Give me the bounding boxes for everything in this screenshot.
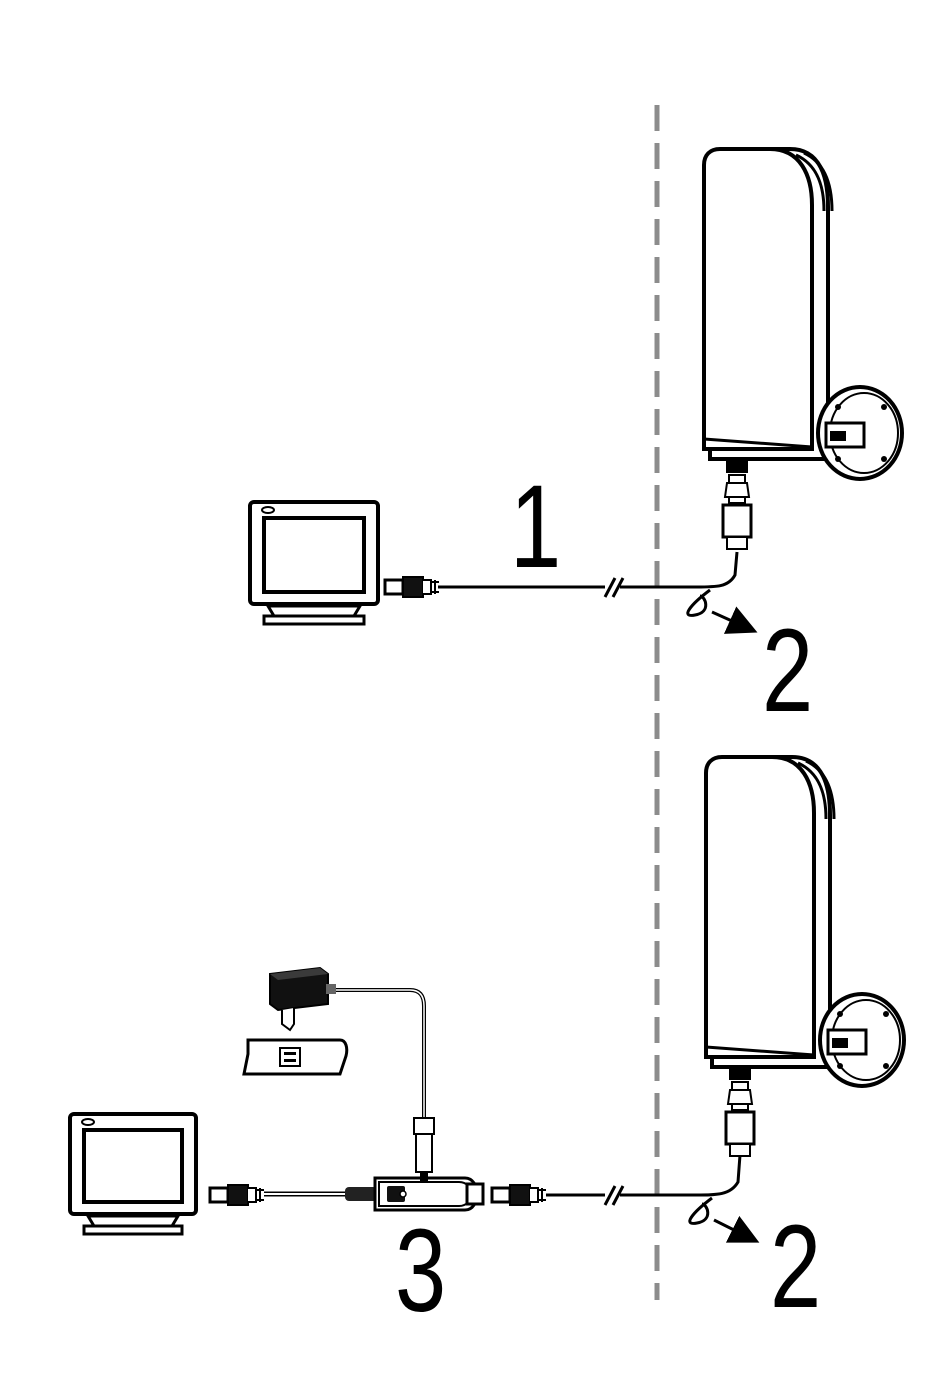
coax-connector-icon (492, 1185, 546, 1205)
power-adapter-icon (270, 968, 336, 1030)
step-label-2-bottom: 2 (770, 1208, 821, 1326)
wall-mount-icon (818, 387, 902, 479)
power-plug-icon (414, 1118, 434, 1182)
coax-cable (546, 1155, 740, 1195)
wall-mount-icon (820, 994, 904, 1086)
coax-connector-icon (210, 1185, 264, 1205)
tv-icon (250, 502, 378, 624)
coax-cable (438, 552, 737, 587)
antenna-icon (704, 149, 832, 459)
antenna-icon (706, 757, 834, 1067)
wall-outlet-icon (244, 1040, 347, 1074)
coax-connector-icon (723, 455, 751, 549)
step-label-1: 1 (510, 468, 561, 586)
tv-icon (70, 1114, 196, 1234)
coax-connector-icon (385, 577, 439, 597)
coax-connector-icon (726, 1062, 754, 1156)
step-label-3: 3 (395, 1212, 446, 1330)
arrow-icon (712, 612, 752, 630)
cable-loop (688, 590, 710, 615)
step-label-2-top: 2 (762, 612, 813, 730)
cable-loop (690, 1198, 712, 1223)
arrow-icon (714, 1220, 754, 1240)
